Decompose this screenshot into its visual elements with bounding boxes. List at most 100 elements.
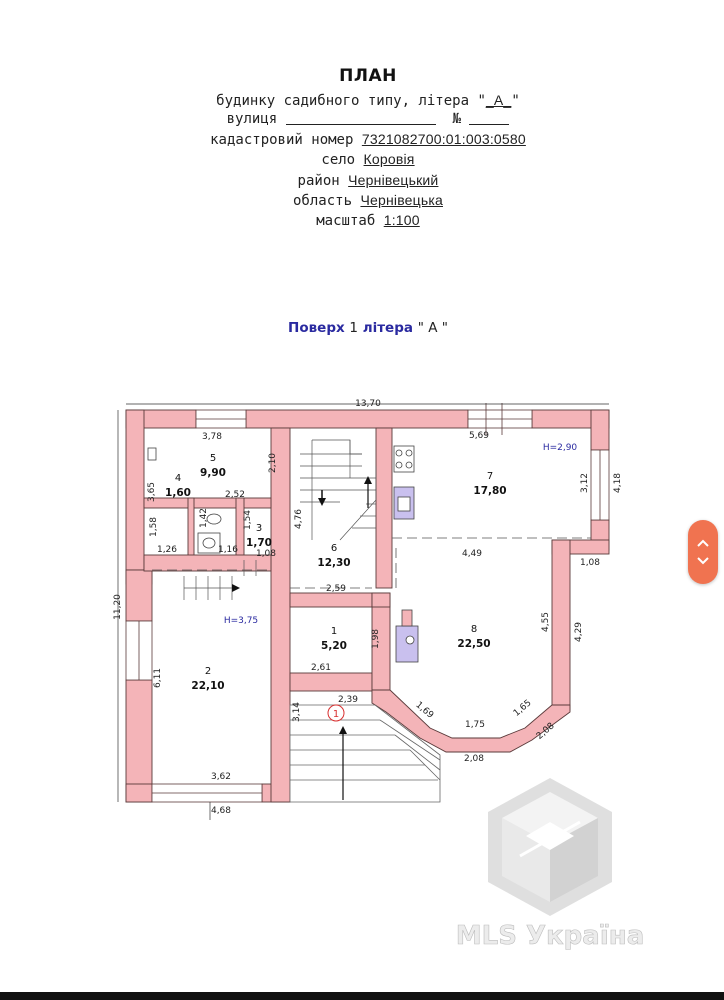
dim-126: 1,26 <box>157 545 177 555</box>
number-value <box>469 112 510 125</box>
dimension-lines <box>117 403 609 820</box>
room-6-area: 12,30 <box>317 557 350 569</box>
porch-stairs <box>289 704 441 803</box>
dim-365: 3,65 <box>147 482 157 502</box>
room-2-number: 2 <box>205 666 211 677</box>
floor-number: 1 <box>349 320 358 336</box>
dim-252: 2,52 <box>225 490 245 500</box>
scroll-toggle-button[interactable] <box>688 520 718 584</box>
boiler-icon <box>147 447 157 461</box>
dim-165: 1,65 <box>512 698 534 719</box>
room-3-area: 1,70 <box>246 537 272 549</box>
wall-top-middle <box>245 409 469 429</box>
scale-value: 1:100 <box>383 212 420 228</box>
wall-bath-bottom <box>143 554 272 572</box>
fireplace-icon <box>395 625 419 663</box>
fixtures <box>147 445 419 663</box>
cadastral-number: 7321082700:01:003:0580 <box>361 131 526 147</box>
wall-bath-divider <box>187 497 195 559</box>
watermark-text: MLS Україна <box>456 921 645 951</box>
village-label: село <box>321 152 356 168</box>
wall-left-middle <box>125 569 153 622</box>
header-line-district: район Чернівецький <box>0 172 724 189</box>
dim-overall-height: 11,20 <box>113 594 123 620</box>
room-3-number: 3 <box>256 523 262 534</box>
region-value: Чернівецька <box>360 192 443 208</box>
staircase-room2 <box>183 560 257 600</box>
room-labels: 1 5,20 2 22,10 3 1,70 4 1,60 5 9,90 6 12… <box>165 453 507 692</box>
wall-room1-top <box>289 592 373 608</box>
wall-stair-kitchen <box>375 427 393 589</box>
room-5-number: 5 <box>210 453 216 464</box>
wall-room1-corner <box>371 592 391 608</box>
staircase-upper <box>300 439 377 541</box>
chevron-up-icon[interactable] <box>697 539 709 547</box>
floor-label: Поверх 1 літера " А " <box>0 320 724 336</box>
wall-interior-vertical <box>270 427 291 803</box>
room-7-area: 17,80 <box>473 485 506 497</box>
dim-overall-width: 13,70 <box>355 399 381 409</box>
dim-468: 4,68 <box>211 806 231 816</box>
dim-476: 4,76 <box>294 509 304 529</box>
entrance-marker-number: 1 <box>333 709 339 720</box>
dim-569: 5,69 <box>469 431 489 441</box>
dim-208b: 2,08 <box>464 754 484 764</box>
header-line-region: область Чернівецька <box>0 192 724 209</box>
dim-198: 1,98 <box>371 629 381 649</box>
street-value <box>285 112 436 125</box>
room-1-number: 1 <box>331 626 337 637</box>
dim-611: 6,11 <box>153 668 163 688</box>
dim-449: 4,49 <box>462 549 482 559</box>
dim-429: 4,29 <box>574 622 584 642</box>
height-kitchen: H=2,90 <box>543 443 578 453</box>
chevron-down-icon[interactable] <box>697 557 709 565</box>
header-line-type: будинку садибного типу, літера "_А_" <box>0 92 724 109</box>
dashed-divisions <box>152 537 591 590</box>
room-2-area: 22,10 <box>191 680 224 692</box>
quote-close: " <box>511 93 520 109</box>
floor-word: Поверх <box>288 320 345 336</box>
windows <box>125 403 610 803</box>
room-6-number: 6 <box>331 543 337 554</box>
header-line-cadastral: кадастровий номер 7321082700:01:003:0580 <box>0 131 724 148</box>
dim-116: 1,16 <box>218 545 238 555</box>
dim-312: 3,12 <box>580 473 590 493</box>
washbasin-icon <box>206 513 222 525</box>
plan-title: ПЛАН <box>339 66 397 86</box>
cadastral-label: кадастровий номер <box>210 132 354 148</box>
room-7-number: 7 <box>487 471 493 482</box>
height-room2: H=3,75 <box>224 616 258 626</box>
wall-right-top <box>590 409 610 451</box>
district-label: район <box>297 173 340 189</box>
wall-bay-right <box>551 539 571 711</box>
room-5-area: 9,90 <box>200 467 226 479</box>
dim-239: 2,39 <box>338 695 358 705</box>
wall-hall-lower <box>290 540 390 548</box>
dim-108a: 1,08 <box>256 549 276 559</box>
room-8-area: 22,50 <box>457 638 490 650</box>
litera-value: _А_ <box>485 92 512 108</box>
number-label: № <box>452 111 461 127</box>
room-1-area: 5,20 <box>321 640 347 652</box>
dim-158: 1,58 <box>149 517 159 537</box>
dim-210: 2,10 <box>268 453 278 473</box>
house-type-text: будинку садибного типу, літера " <box>216 93 486 109</box>
floor-litera-word: літера <box>362 320 413 336</box>
dim-418: 4,18 <box>613 473 623 493</box>
mls-logo-icon <box>488 778 612 916</box>
height-labels: H=2,90 H=3,75 <box>224 443 578 626</box>
walls <box>125 409 610 803</box>
wall-bay-window <box>371 689 571 753</box>
scale-label: масштаб <box>316 213 376 229</box>
wall-left-upper <box>125 409 145 571</box>
wall-bottom-left <box>125 783 153 803</box>
wall-room1-bottom <box>289 672 373 692</box>
header-line-village: село Коровія <box>0 151 724 168</box>
dim-259: 2,59 <box>326 584 346 594</box>
street-label: вулиця <box>226 111 278 127</box>
bottom-bar <box>0 992 724 1000</box>
dim-314: 3,14 <box>292 702 302 722</box>
dim-175: 1,75 <box>465 720 485 730</box>
district-value: Чернівецький <box>348 172 439 188</box>
